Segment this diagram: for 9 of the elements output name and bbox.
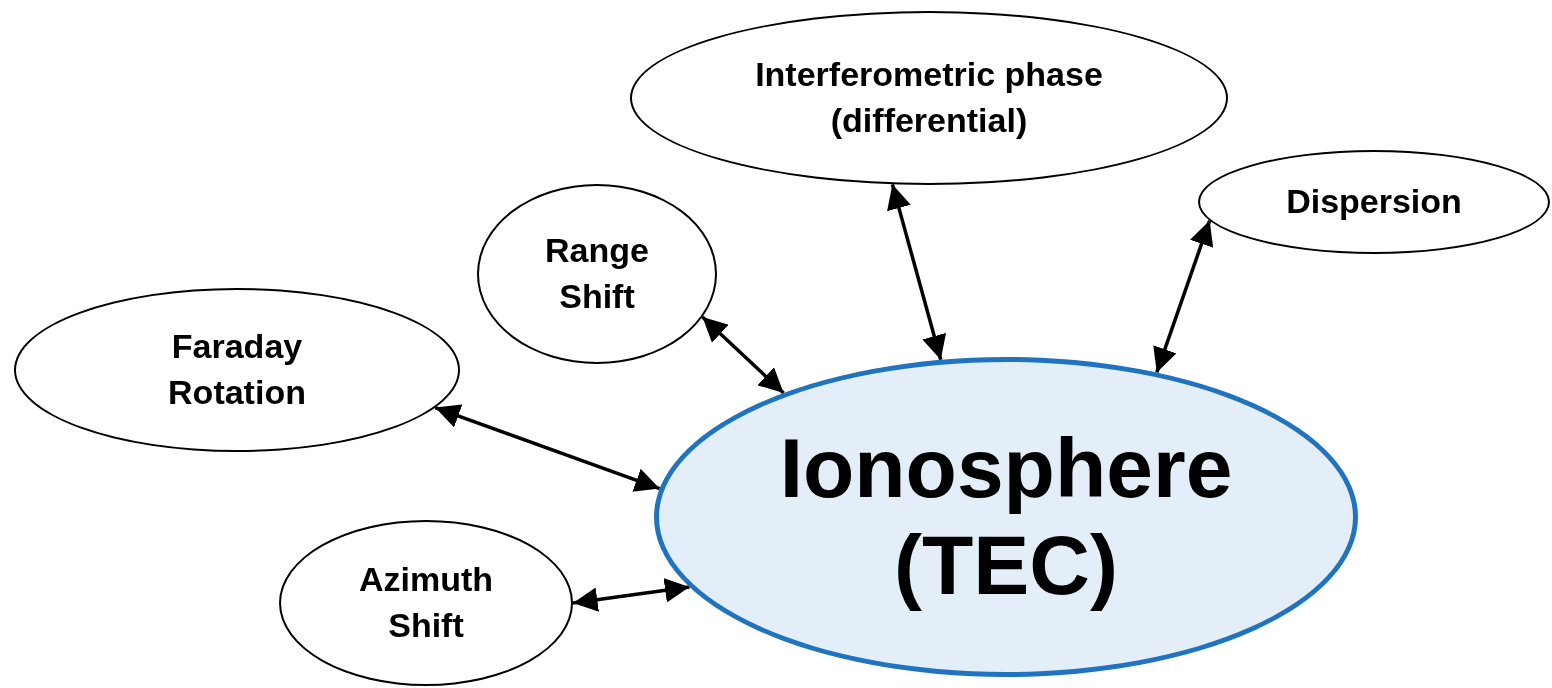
node-label: Interferometric phase (differential) [754, 54, 1104, 141]
double-arrow [701, 315, 785, 395]
title-label: Ionosphere (TEC) [778, 420, 1234, 614]
double-arrow [572, 578, 690, 612]
node-label: Dispersion [1286, 181, 1462, 223]
double-arrow [1153, 220, 1214, 373]
node-label: Range Shift [544, 230, 650, 317]
node-label: Azimuth Shift [357, 559, 495, 646]
node-label: Faraday Rotation [167, 326, 307, 413]
